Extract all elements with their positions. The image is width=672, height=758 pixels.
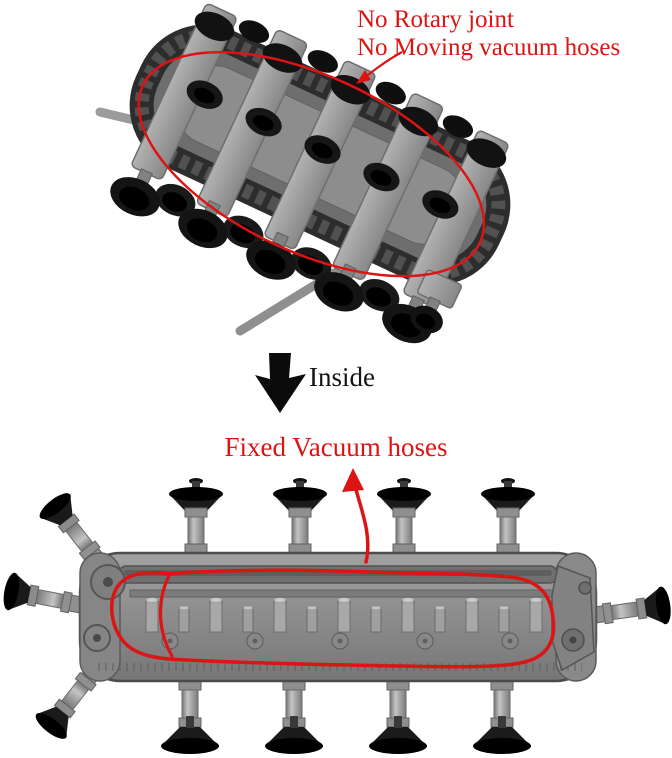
red-up-arrowhead-icon bbox=[342, 468, 364, 492]
red-up-arrow-icon bbox=[353, 484, 370, 564]
corner-suction-arm bbox=[584, 585, 672, 636]
fixed-hoses-label: Fixed Vacuum hoses bbox=[224, 432, 448, 462]
hanging-suction-cup bbox=[410, 269, 463, 334]
far-suction-cups bbox=[194, 11, 507, 168]
annotation-line-2: No Moving vacuum hoses bbox=[357, 34, 621, 61]
annotation-arrowhead-icon bbox=[356, 70, 371, 84]
red-loop-curl bbox=[158, 572, 174, 658]
corner-suction-arm bbox=[0, 571, 91, 626]
inside-down-arrow-icon bbox=[255, 353, 306, 413]
red-ellipse-annotation bbox=[137, 50, 486, 278]
end-plate bbox=[551, 564, 595, 672]
inside-label: Inside bbox=[309, 362, 375, 392]
top-view-robot bbox=[0, 468, 672, 755]
bottom-suction-posts bbox=[160, 677, 532, 755]
annotation-line-1: No Rotary joint bbox=[357, 6, 514, 33]
upper-run-suction-cups bbox=[186, 80, 459, 219]
top-annotation: No Rotary joint No Moving vacuum hoses bbox=[357, 6, 620, 62]
red-loop-annotation bbox=[110, 568, 556, 669]
near-suction-cups bbox=[110, 168, 432, 344]
isometric-robot-view bbox=[95, 3, 511, 344]
